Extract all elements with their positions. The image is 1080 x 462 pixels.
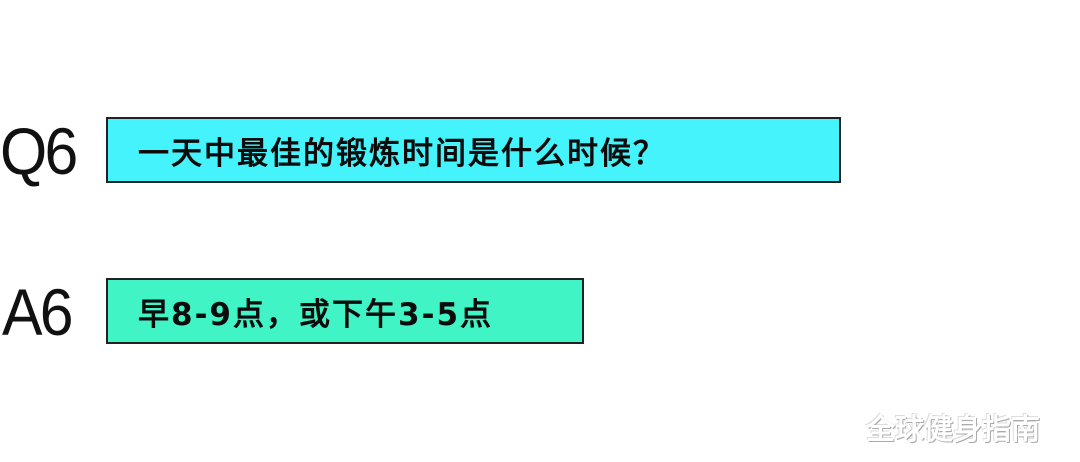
watermark: 全球健身指南 bbox=[866, 412, 1041, 446]
question-box: 一天中最佳的锻炼时间是什么时候？ bbox=[106, 117, 841, 183]
answer-number: A6 bbox=[2, 275, 74, 349]
answer-box: 早8-9点，或下午3-5点 bbox=[106, 278, 584, 344]
answer-text: 早8-9点，或下午3-5点 bbox=[138, 296, 494, 333]
question-number: Q6 bbox=[0, 114, 78, 188]
question-text: 一天中最佳的锻炼时间是什么时候？ bbox=[138, 135, 666, 172]
